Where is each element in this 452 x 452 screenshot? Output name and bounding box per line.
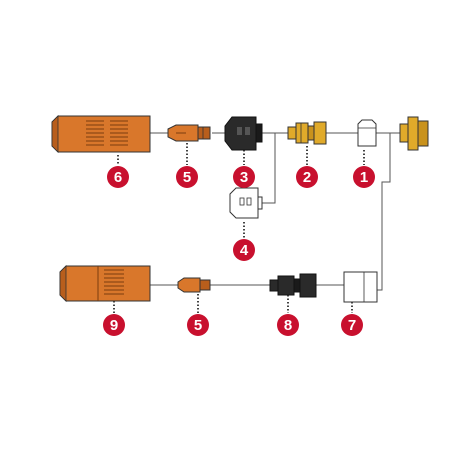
badge-1-label: 1 <box>360 169 368 186</box>
badges: 6 5 3 2 1 4 9 5 <box>103 166 375 336</box>
connector-lines <box>150 132 400 291</box>
torch-head <box>399 116 429 151</box>
part-5-contact-tip-top <box>167 124 211 142</box>
part-2-adapter <box>287 121 327 145</box>
badge-9: 9 <box>103 314 125 336</box>
part-1-insulator <box>357 119 377 147</box>
part-5-contact-tip-bottom <box>177 277 211 293</box>
badge-8-label: 8 <box>284 317 292 334</box>
badge-4: 4 <box>233 239 255 261</box>
badge-5-top-label: 5 <box>183 169 191 186</box>
badge-1: 1 <box>353 166 375 188</box>
badge-2: 2 <box>296 166 318 188</box>
part-7-insulator <box>343 271 378 303</box>
badge-7: 7 <box>341 314 363 336</box>
badge-6-label: 6 <box>114 169 122 186</box>
part-6-nozzle <box>51 115 151 153</box>
badge-2-label: 2 <box>303 169 311 186</box>
part-3-diffuser <box>224 116 263 151</box>
leader-dots <box>113 143 365 313</box>
part-4-white-diffuser <box>229 187 263 219</box>
connector-head-7 <box>377 133 391 291</box>
badge-9-label: 9 <box>110 317 118 334</box>
badge-8: 8 <box>277 314 299 336</box>
part-9-nozzle <box>59 265 151 302</box>
part-8-tip-holder <box>269 273 317 298</box>
connector-3-4 <box>262 133 276 204</box>
badge-5-top: 5 <box>176 166 198 188</box>
badge-3-label: 3 <box>240 169 248 186</box>
badge-5-bottom: 5 <box>187 314 209 336</box>
badge-4-label: 4 <box>240 242 249 259</box>
badge-3: 3 <box>233 166 255 188</box>
badge-5-bottom-label: 5 <box>194 317 202 334</box>
badge-6: 6 <box>107 166 129 188</box>
badge-7-label: 7 <box>348 317 356 334</box>
